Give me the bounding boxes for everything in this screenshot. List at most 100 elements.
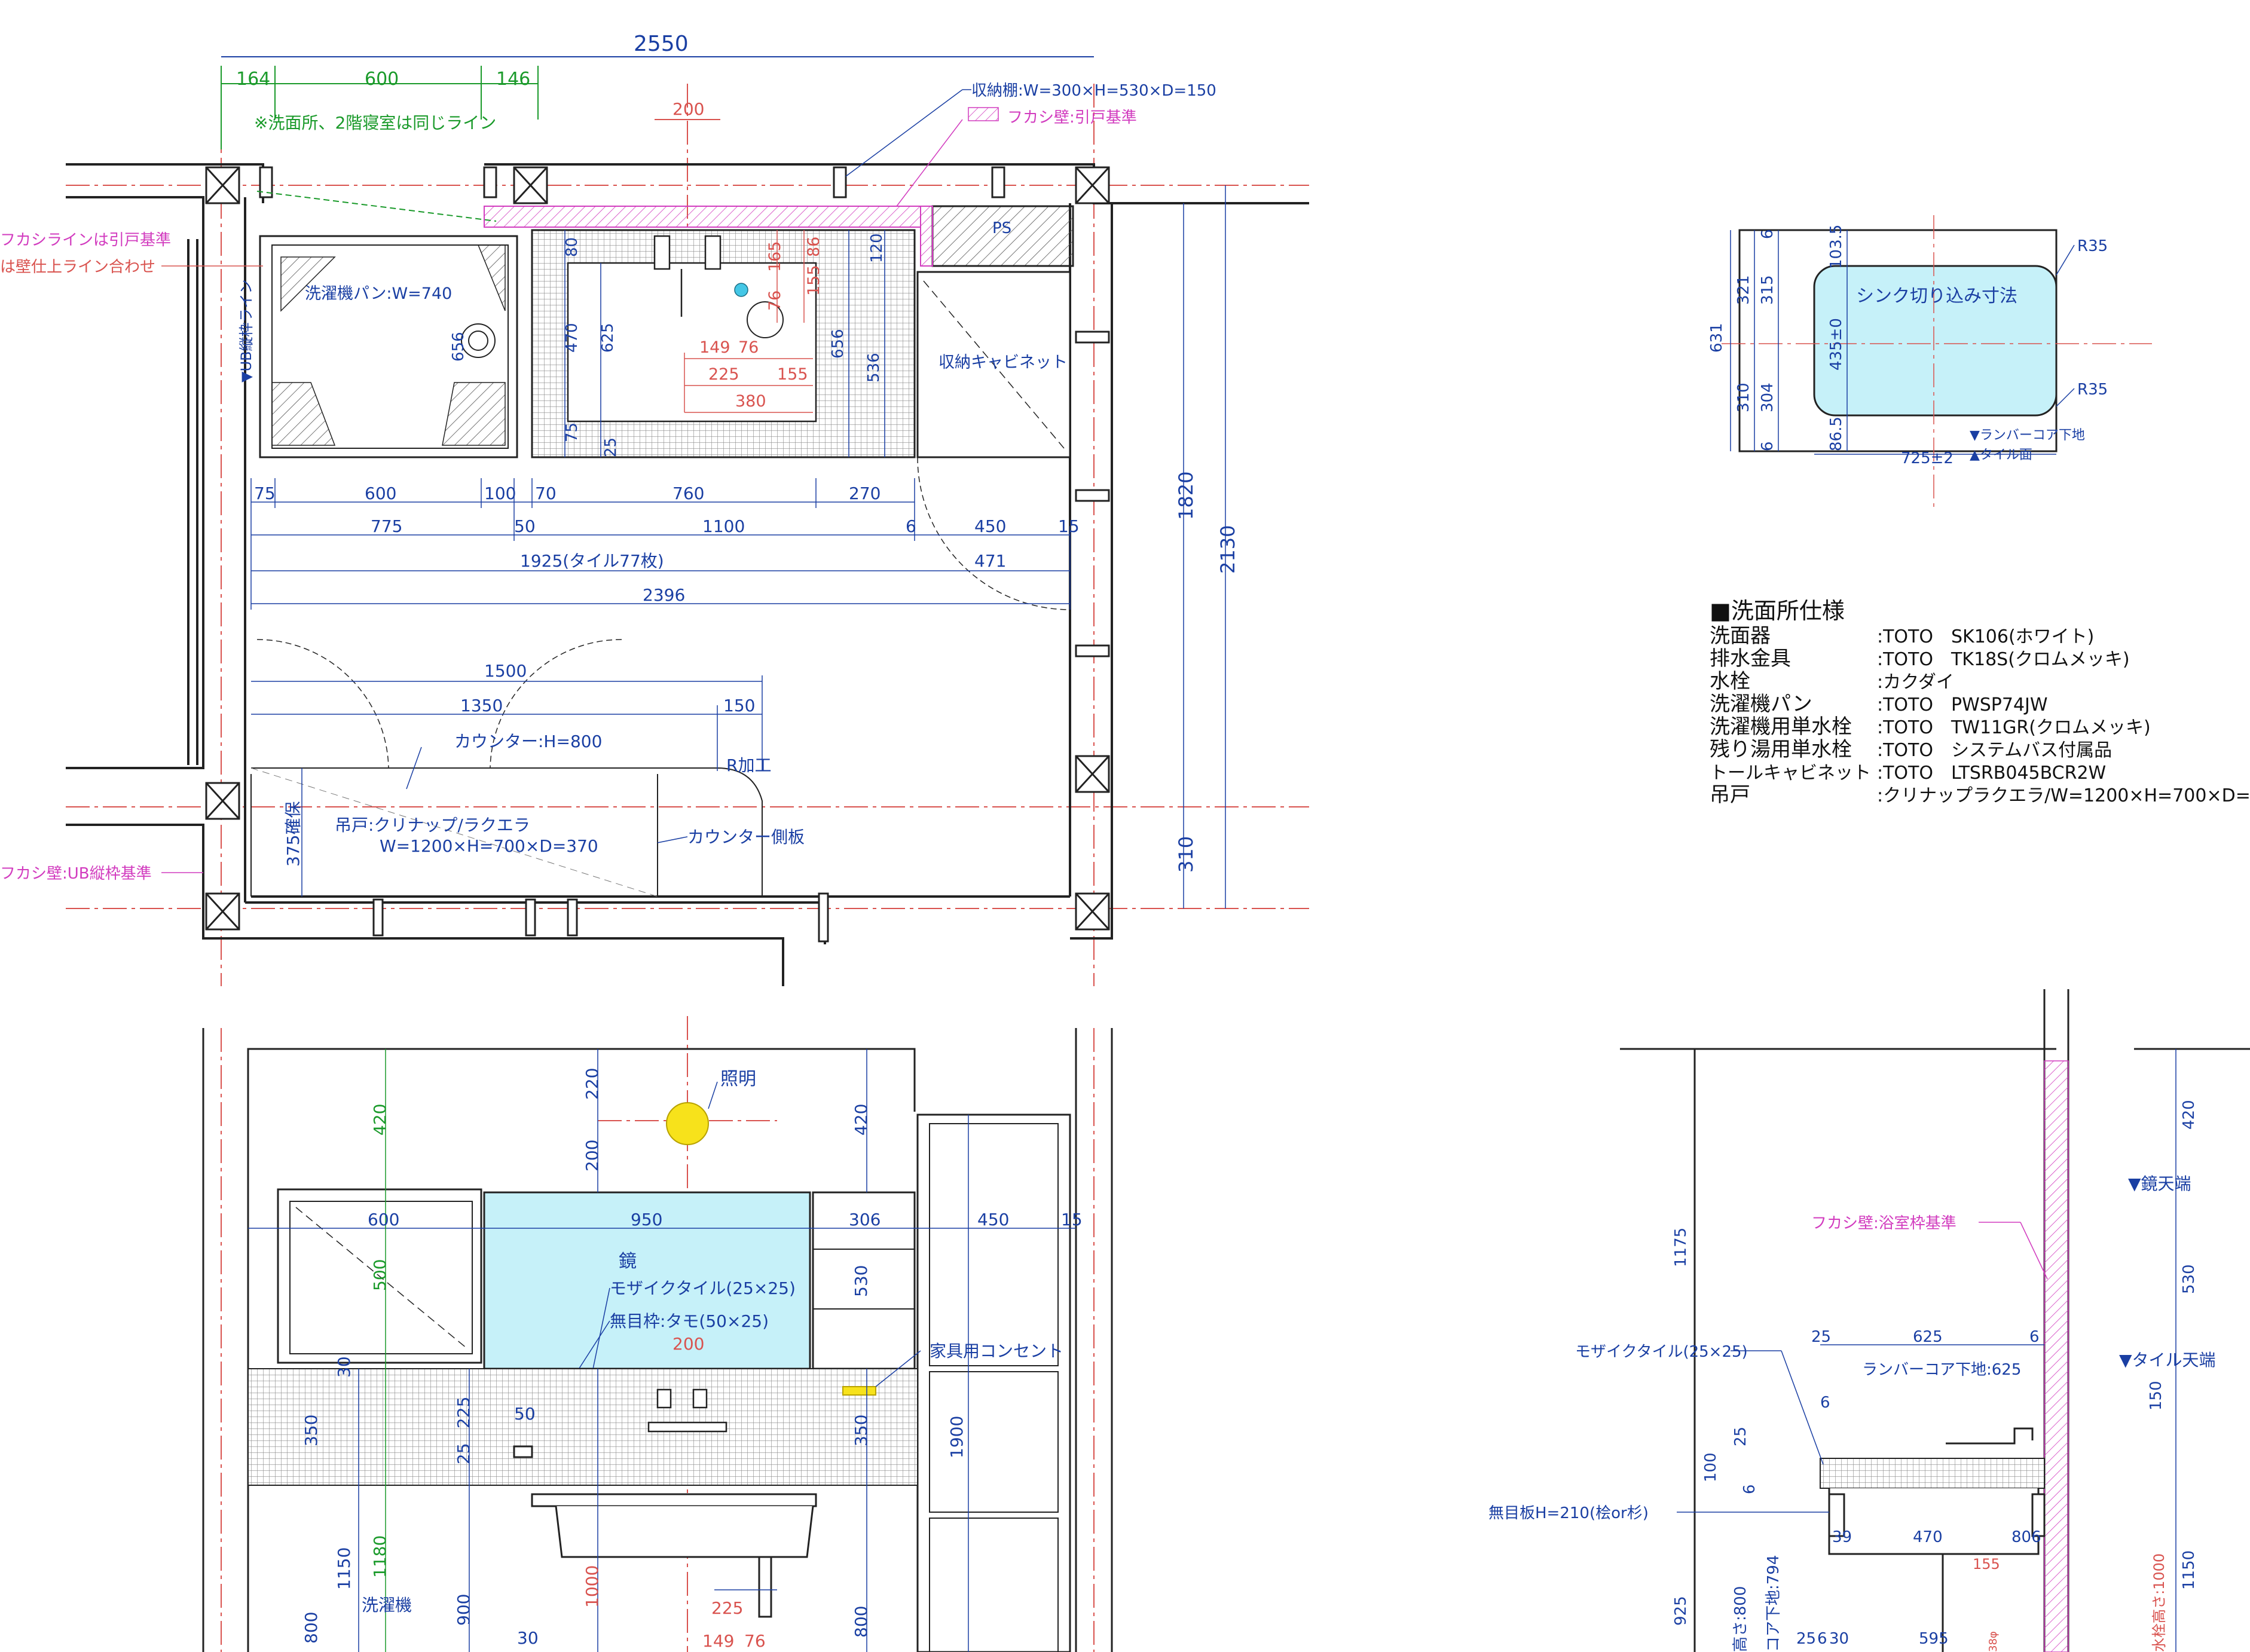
mosaic-label: モザイクタイル(25×25) xyxy=(610,1278,796,1298)
sd-103: 103.5 xyxy=(1827,225,1845,269)
section-view: 1175 モザイクタイル(25×25) 25 625 6 ランバーコア下地:62… xyxy=(1488,989,2250,1652)
dim-sink-536: 536 xyxy=(865,353,883,383)
dim-row2-2: 1100 xyxy=(702,516,745,536)
elev-1900: 1900 xyxy=(947,1416,967,1458)
elev-350a: 350 xyxy=(301,1415,321,1446)
spec-key-1: 排水金具 xyxy=(1710,647,1791,671)
elev-50: 50 xyxy=(514,1404,536,1424)
dim-red-76b: 76 xyxy=(738,338,759,357)
washer-label: 洗濯機 xyxy=(362,1595,412,1615)
sec-806: 806 xyxy=(2011,1528,2041,1546)
elev-800b: 800 xyxy=(851,1606,871,1638)
dim-red-155: 155 xyxy=(805,265,823,296)
dim-sink-656a: 656 xyxy=(450,332,467,362)
dim-2396: 2396 xyxy=(643,585,685,605)
dim-red-380: 380 xyxy=(735,392,766,411)
floor-plan: PS 洗濯機パン:W=740 ▼UB縦枠ライン 収納キャビネット xyxy=(0,32,1309,986)
spec-val-1: :TOTO TK18S(クロムメッキ) xyxy=(1877,649,2130,670)
sec-6d: 6 xyxy=(1817,1630,1827,1648)
sec-red-38: 38φ xyxy=(1987,1631,2000,1652)
note-shelf: 収納棚:W=300×H=530×D=150 xyxy=(971,82,1216,100)
sec-fukashi: フカシ壁:浴室枠基準 xyxy=(1811,1214,1956,1232)
spec-key-7: 吊戸 xyxy=(1710,783,1750,807)
sd-321: 321 xyxy=(1735,275,1753,305)
sec-right-530: 530 xyxy=(2180,1264,2198,1294)
spec-key-6: トールキャビネット xyxy=(1710,763,1871,784)
dim-310: 310 xyxy=(1175,836,1197,873)
washer-pan-label: 洗濯機パン:W=740 xyxy=(305,284,452,303)
dim-row1-4: 760 xyxy=(672,484,704,503)
dim-471: 471 xyxy=(974,551,1006,571)
sink-cutout-shape xyxy=(1813,265,2058,417)
sec-30: 30 xyxy=(1829,1630,1849,1648)
sec-right-1150: 1150 xyxy=(2180,1550,2198,1590)
elev-530: 530 xyxy=(851,1265,871,1297)
elev-225: 225 xyxy=(454,1397,473,1428)
elevation-view: 照明 鏡 モザイクタイル(25×25) 無目枠:タモ(50×25) xyxy=(202,1016,1113,1652)
sec-25a: 25 xyxy=(1811,1328,1831,1346)
storage-cabinet-label: 収納キャビネット xyxy=(938,353,1068,372)
sink-cutout-label: シンク切り込み寸法 xyxy=(1856,286,2017,307)
elev-top-950: 950 xyxy=(631,1210,662,1229)
hanging-label-2: W=1200×H=700×D=370 xyxy=(380,836,598,856)
sd-310: 310 xyxy=(1735,383,1753,412)
elev-green-500: 500 xyxy=(370,1259,390,1291)
dim-sink-80: 80 xyxy=(563,237,581,257)
dim-red-225: 225 xyxy=(708,365,739,384)
sd-6a: 6 xyxy=(1759,229,1777,239)
sd-725: 725±2 xyxy=(1901,449,1954,467)
sink-bowl xyxy=(567,262,817,423)
spec-val-2: :カクダイ xyxy=(1877,672,1954,693)
elev-top-600: 600 xyxy=(368,1210,399,1229)
elev-30b: 30 xyxy=(517,1628,539,1648)
spec-val-6: :TOTO LTSRB045BCR2W xyxy=(1877,763,2106,784)
elev-200: 200 xyxy=(582,1140,602,1171)
dim-sink-120: 120 xyxy=(868,233,886,263)
spec-val-4: :TOTO TW11GR(クロムメッキ) xyxy=(1877,717,2151,738)
dim-red-76: 76 xyxy=(766,290,784,311)
dim-red-149: 149 xyxy=(699,338,730,357)
sec-red-155: 155 xyxy=(1973,1556,2000,1573)
dim-1350: 1350 xyxy=(460,696,503,715)
dim-tiles: 1925(タイル77枚) xyxy=(520,551,664,571)
elev-25: 25 xyxy=(454,1443,473,1464)
note-fukashi-door: フカシ壁:引戸基準 xyxy=(1007,109,1137,127)
sec-1175: 1175 xyxy=(1672,1228,1690,1267)
sec-6b: 6 xyxy=(1820,1394,1830,1412)
spec-key-4: 洗濯機用単水栓 xyxy=(1710,715,1852,739)
sd-r35a: R35 xyxy=(2077,237,2108,255)
dim-1500: 1500 xyxy=(484,661,527,681)
dim-red-86: 86 xyxy=(805,237,823,257)
elev-1150: 1150 xyxy=(334,1547,354,1590)
dim-row1-3: 70 xyxy=(535,484,557,503)
elev-900: 900 xyxy=(454,1594,473,1626)
elev-350b: 350 xyxy=(851,1415,871,1446)
dim-row1-5: 270 xyxy=(849,484,881,503)
spec-key-5: 残り湯用単水栓 xyxy=(1710,738,1852,761)
mirror xyxy=(483,1191,811,1370)
spec-title: ■洗面所仕様 xyxy=(1710,598,1845,624)
spec-table: ■洗面所仕様 洗面器 :TOTO SK106(ホワイト) 排水金具 :TOTO … xyxy=(1710,598,2250,807)
sec-925: 925 xyxy=(1672,1596,1690,1626)
dim-row2-0: 775 xyxy=(371,516,402,536)
dim-row2-4: 450 xyxy=(974,516,1006,536)
dim-row2-3: 6 xyxy=(906,516,916,536)
elev-top-306: 306 xyxy=(849,1210,881,1229)
dim-red-155b: 155 xyxy=(777,365,808,384)
elev-red-200: 200 xyxy=(672,1334,704,1354)
sec-right-420: 420 xyxy=(2180,1100,2198,1130)
sink-cutout-detail: シンク切り込み寸法 631 321 315 310 304 6 6 103.5 … xyxy=(1708,215,2152,508)
dim-sink-75: 75 xyxy=(563,423,581,442)
sec-100: 100 xyxy=(1702,1452,1720,1482)
sd-435: 435±0 xyxy=(1827,318,1845,371)
dim-sink-625: 625 xyxy=(599,323,617,353)
dim-row1-1: 600 xyxy=(365,484,396,503)
elev-red-225: 225 xyxy=(711,1598,743,1618)
sec-right-150: 150 xyxy=(2147,1381,2165,1411)
tall-cabinet xyxy=(916,1113,1071,1652)
washer-pan: 洗濯機パン:W=740 xyxy=(259,235,518,458)
spec-val-5: :TOTO システムバス付属品 xyxy=(1877,740,2112,761)
dim-150: 150 xyxy=(723,696,755,715)
elev-green-1180: 1180 xyxy=(370,1535,390,1578)
